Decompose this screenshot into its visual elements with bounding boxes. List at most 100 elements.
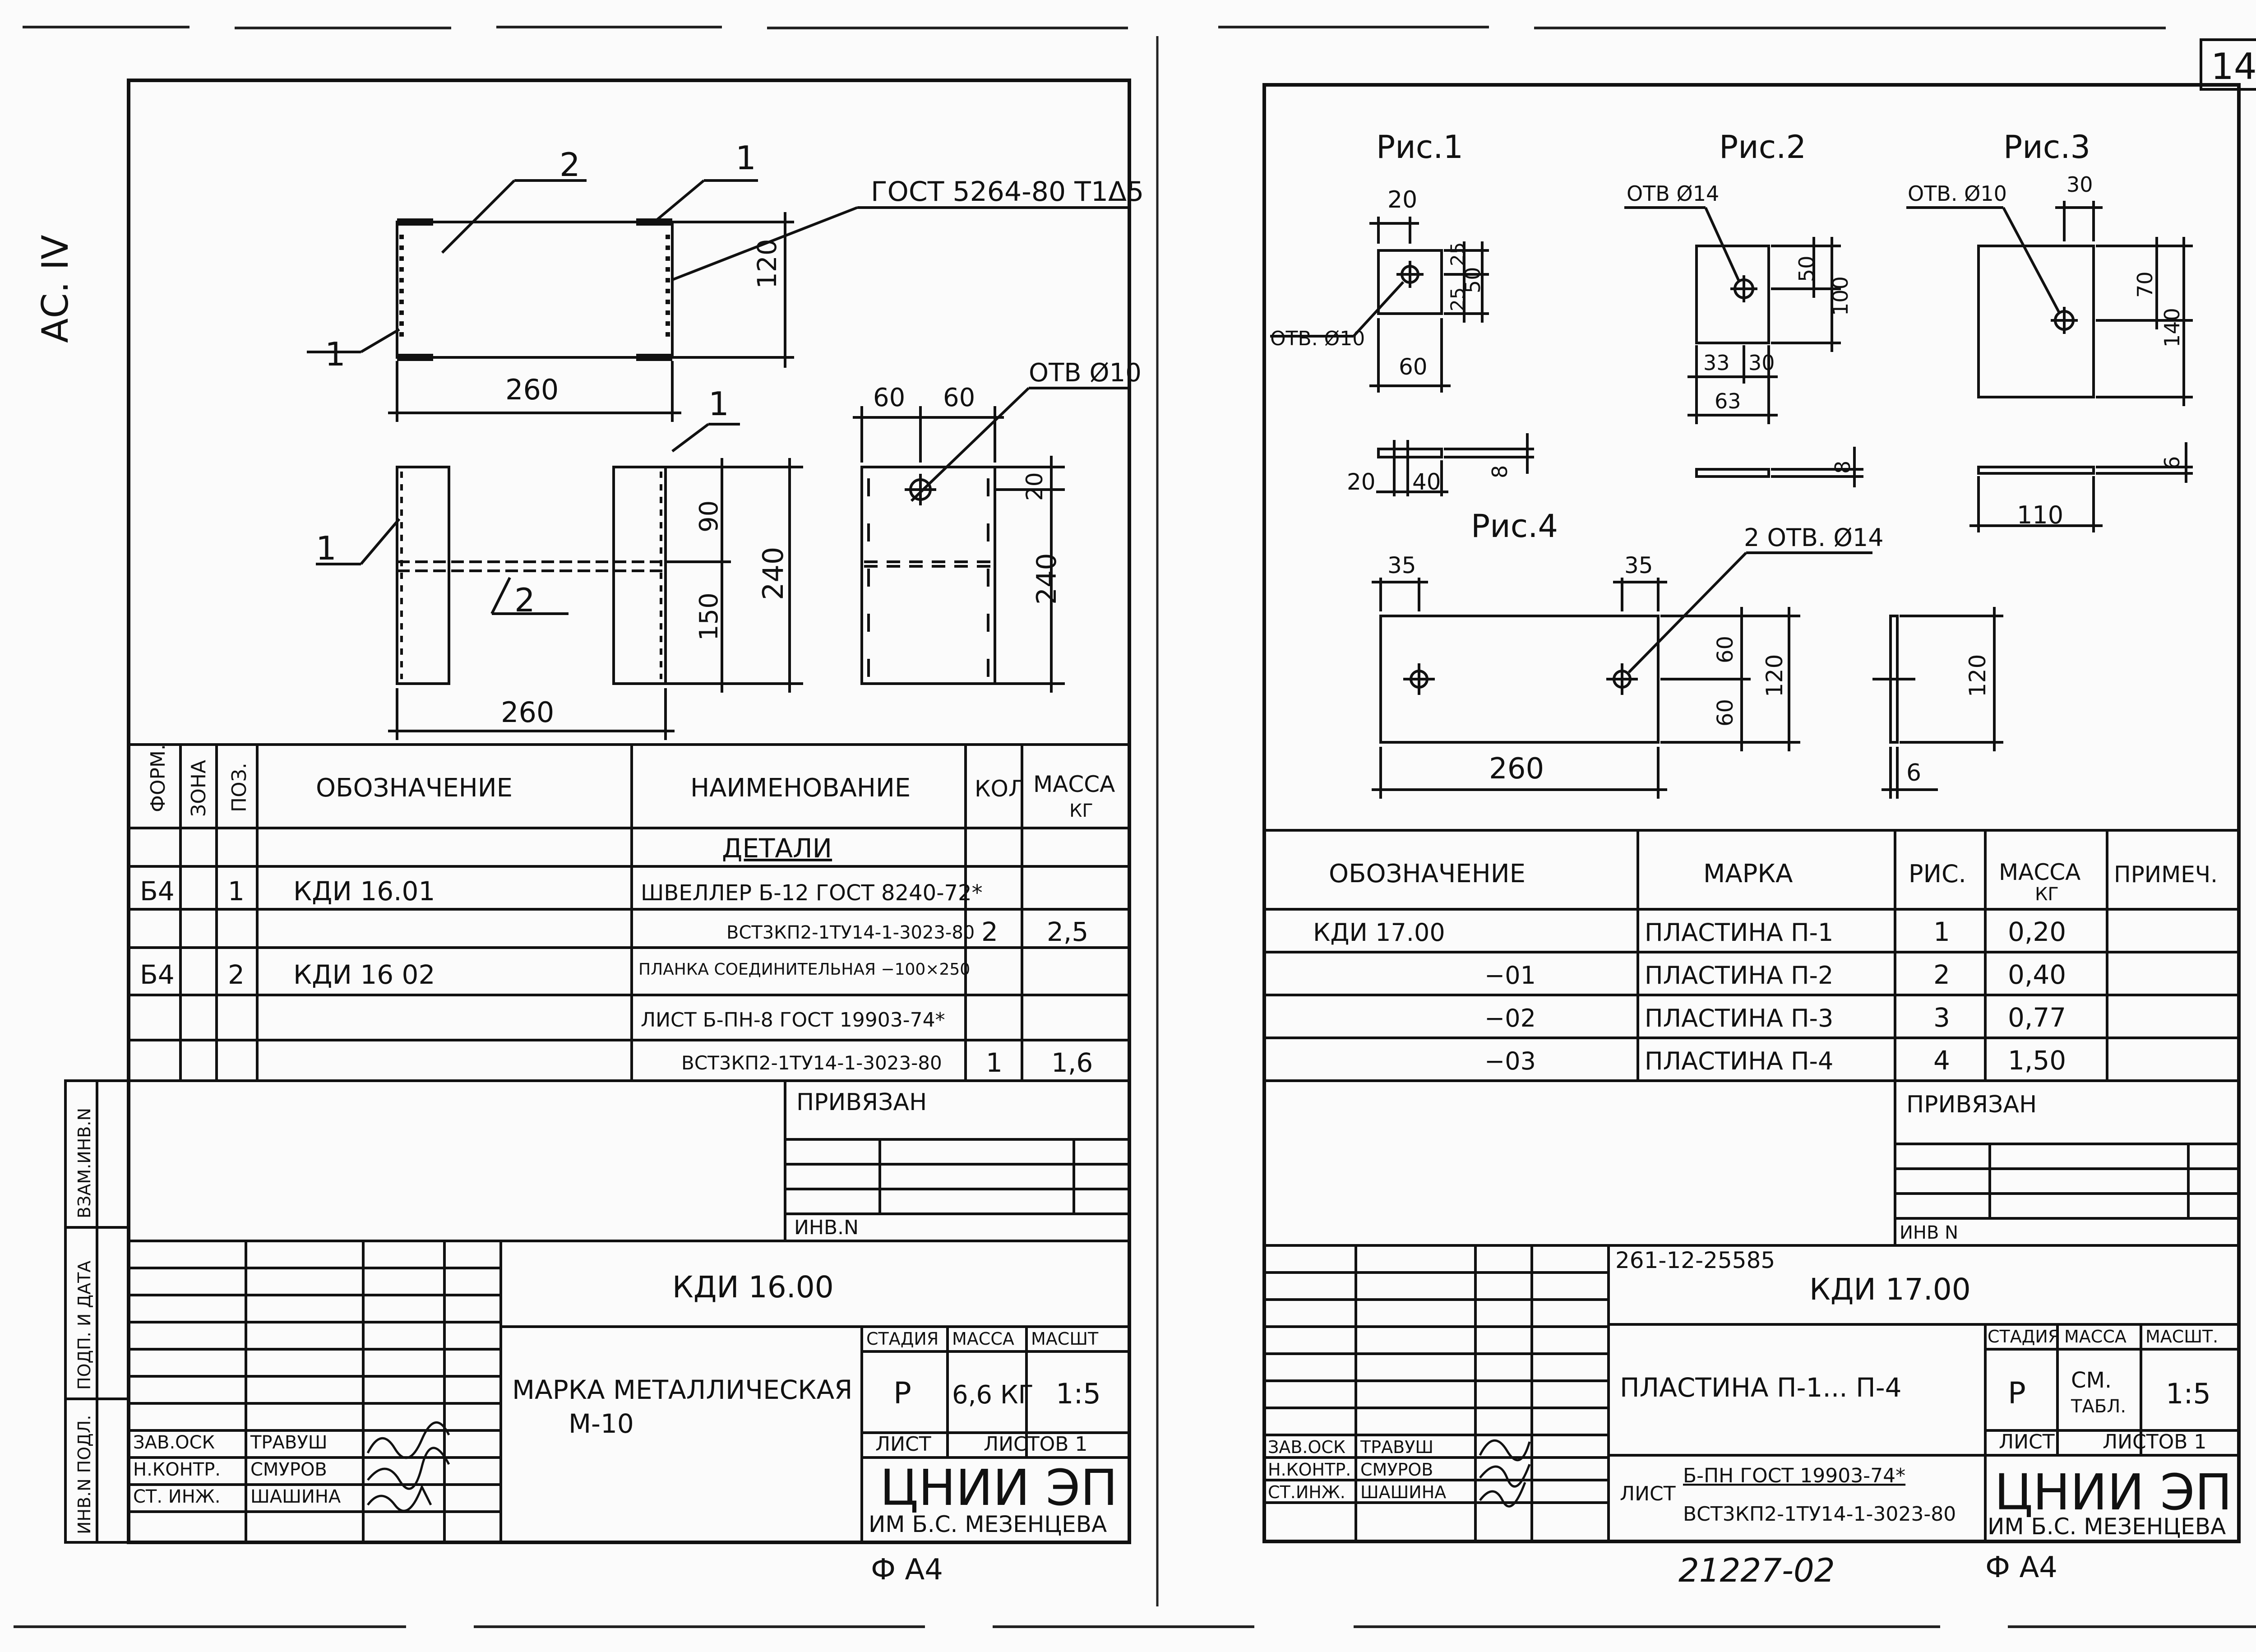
right-spec-header-note: ПРИМЕЧ. — [2114, 861, 2218, 888]
right-material-1: Б-ПН ГОСТ 19903-74* — [1683, 1464, 1905, 1487]
staff-name: ТРАВУШ — [1360, 1437, 1433, 1457]
spec-header-designation: ОБОЗНАЧЕНИЕ — [316, 773, 513, 803]
row-mark: ПЛАСТИНА П-1 — [1645, 918, 1833, 947]
dim-260-bottom: 260 — [501, 696, 554, 729]
left-title-block-grid — [129, 1241, 1129, 1542]
left-subtitle: М-10 — [569, 1408, 634, 1439]
fig4-dim-35b: 35 — [1624, 552, 1653, 578]
row-fig: 3 — [1933, 1002, 1950, 1033]
spec-header-mass-unit: КГ — [1069, 801, 1093, 821]
fig3-hole: ОТВ. Ø10 — [1908, 181, 2007, 206]
right-spec-row: КДИ 17.00 ПЛАСТИНА П-1 1 0,20 — [1313, 916, 2066, 947]
row-mass: 1,6 — [1051, 1047, 1093, 1078]
right-spec-header-mark: МАРКА — [1703, 859, 1793, 888]
left-spec-row: Б4 1 КДИ 16.01 ШВЕЛЛЕР Б-12 ГОСТ 8240-72… — [140, 876, 983, 907]
left-spec-row: Б4 2 КДИ 16 02 ПЛАНКА СОЕДИНИТЕЛЬНАЯ −10… — [140, 959, 970, 990]
dim-60-b: 60 — [943, 383, 975, 412]
staff-name: ШАШИНА — [250, 1486, 341, 1507]
spec-header-mass: МАССА — [1033, 771, 1115, 797]
left-doc-code: КДИ 16.00 — [672, 1270, 834, 1305]
left-sheet-frame — [127, 79, 1131, 1544]
fig2-label: Рис.2 — [1719, 129, 1806, 166]
dim-240-b: 240 — [1031, 553, 1063, 605]
left-stage-header: СТАДИЯ — [866, 1329, 938, 1349]
fig2-hole: ОТВ Ø14 — [1627, 181, 1719, 206]
left-assembly-plan-view — [307, 179, 1128, 422]
row-mass: 0,77 — [2008, 1002, 2066, 1033]
row-name: ШВЕЛЛЕР Б-12 ГОСТ 8240-72* — [641, 880, 983, 906]
staff-name: СМУРОВ — [1360, 1460, 1433, 1480]
row-fig: 1 — [1933, 916, 1950, 947]
right-list: ЛИСТ — [1999, 1430, 2055, 1453]
fig1-dim-60: 60 — [1399, 354, 1428, 380]
left-side-strip — [64, 1079, 130, 1544]
left-assembly-elevation — [316, 423, 803, 740]
row-mark: ПЛАСТИНА П-4 — [1645, 1047, 1833, 1075]
left-spec-row: ВСТ3КП2-1ТУ14-1-3023-80 1 1,6 — [681, 1047, 1093, 1078]
right-title: ПЛАСТИНА П-1... П-4 — [1620, 1372, 1902, 1403]
fig1-dim-40: 40 — [1412, 469, 1441, 495]
right-spec-row: −02 ПЛАСТИНА П-3 3 0,77 — [1484, 1002, 2066, 1033]
right-spec-header-fig: РИС. — [1909, 860, 1966, 888]
fig4-dim-120: 120 — [1761, 654, 1788, 697]
left-lists: ЛИСТОВ 1 — [984, 1433, 1087, 1456]
fig2-dim-30: 30 — [1748, 351, 1775, 375]
right-title-block-grid — [1264, 1245, 2239, 1542]
spec-header-qty: КОЛ — [975, 776, 1025, 802]
fig3-drawing — [1906, 201, 2193, 532]
row-pos: 1 — [228, 876, 245, 907]
right-spec-header-mass-unit: КГ — [2035, 884, 2059, 905]
right-format-label: Ф А4 — [1985, 1551, 2057, 1584]
left-spec-row: ЛИСТ Б-ПН-8 ГОСТ 19903-74* — [641, 1009, 945, 1032]
fig3-label: Рис.3 — [2003, 129, 2090, 166]
inv-n-label: ИНВ.N — [794, 1216, 859, 1239]
margin-note: АС. IV — [34, 235, 76, 343]
callout-1-lower: 1 — [316, 529, 337, 567]
left-spec-row: ВСТ3КП2-1ТУ14-1-3023-80 2 2,5 — [726, 916, 1088, 947]
row-name: ВСТ3КП2-1ТУ14-1-3023-80 — [681, 1052, 942, 1074]
fig2-dim-33: 33 — [1703, 351, 1730, 375]
left-scale: 1:5 — [1056, 1377, 1101, 1410]
right-mass-header: МАССА — [2064, 1327, 2127, 1347]
left-sheet: 2 1 ГОСТ 5264-80 Т1Δ5 1 120 260 1 1 2 90… — [64, 79, 1144, 1587]
fig3-dim-6: 6 — [2160, 456, 2184, 469]
fig4-dim-35a: 35 — [1387, 552, 1416, 578]
fig1-label: Рис.1 — [1376, 129, 1463, 166]
left-mass: 6,6 КГ — [952, 1380, 1034, 1410]
right-sheet-frame — [1262, 83, 2241, 1543]
right-lists: ЛИСТОВ 1 — [2103, 1430, 2206, 1453]
row-mass: 0,40 — [2008, 959, 2066, 990]
right-org-sub: ИМ Б.С. МЕЗЕНЦЕВА — [1988, 1513, 2226, 1540]
callout-1-top: 1 — [735, 139, 756, 177]
fig4-dim-60a: 60 — [1713, 636, 1738, 663]
gost-label: ГОСТ 5264-80 Т1Δ5 — [871, 176, 1144, 208]
row-mass: 0,20 — [2008, 916, 2066, 947]
page-number-box — [2200, 38, 2256, 91]
fig1-hole: ОТВ. Ø10 — [1270, 327, 1365, 350]
row-format: Б4 — [140, 876, 175, 907]
section-title-details: ДЕТАЛИ — [722, 833, 832, 864]
row-name: ЛИСТ Б-ПН-8 ГОСТ 19903-74* — [641, 1009, 945, 1032]
fig4-dim-260: 260 — [1489, 752, 1544, 786]
row-format: Б4 — [140, 959, 175, 990]
left-stage: Р — [893, 1376, 911, 1411]
right-spec-row: −01 ПЛАСТИНА П-2 2 0,40 — [1484, 959, 2066, 990]
fig4-dim-6: 6 — [1906, 759, 1921, 787]
right-stage: Р — [2008, 1376, 2026, 1411]
fig1-dim-25b: 25 — [1447, 287, 1469, 311]
staff-name: СМУРОВ — [250, 1459, 327, 1480]
dim-60-a: 60 — [873, 383, 905, 412]
dim-20: 20 — [1022, 472, 1048, 501]
row-pos: 2 — [228, 959, 245, 990]
spec-header-format: ФОРМ. — [147, 744, 170, 812]
fig1-dim-20: 20 — [1387, 186, 1417, 213]
callout-2-top: 2 — [559, 146, 580, 184]
dim-120: 120 — [752, 239, 782, 289]
left-spec-table-grid — [129, 743, 1129, 1082]
right-list-word: ЛИСТ — [1620, 1482, 1676, 1505]
staff-name: ШАШИНА — [1360, 1482, 1446, 1502]
row-fig: 2 — [1933, 959, 1950, 990]
right-mass-2: ТАБЛ. — [2071, 1396, 2126, 1417]
left-format-label: Ф А4 — [871, 1553, 943, 1587]
